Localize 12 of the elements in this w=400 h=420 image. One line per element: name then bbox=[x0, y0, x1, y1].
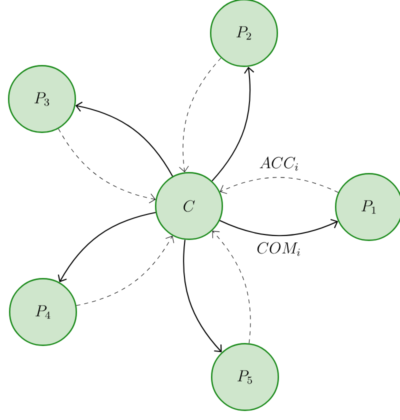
arrow bbox=[220, 219, 338, 236]
arrow bbox=[212, 66, 254, 182]
arrow bbox=[75, 102, 173, 177]
arrow bbox=[179, 58, 222, 172]
arrow bbox=[58, 128, 156, 204]
arrow bbox=[220, 177, 339, 194]
arrow bbox=[212, 230, 251, 344]
arrow bbox=[183, 240, 222, 352]
arrow bbox=[76, 236, 174, 306]
edge-label: $ACC_i$ bbox=[260, 156, 298, 171]
arrow bbox=[58, 212, 156, 282]
edge-label: $COM_i$ bbox=[257, 242, 300, 256]
